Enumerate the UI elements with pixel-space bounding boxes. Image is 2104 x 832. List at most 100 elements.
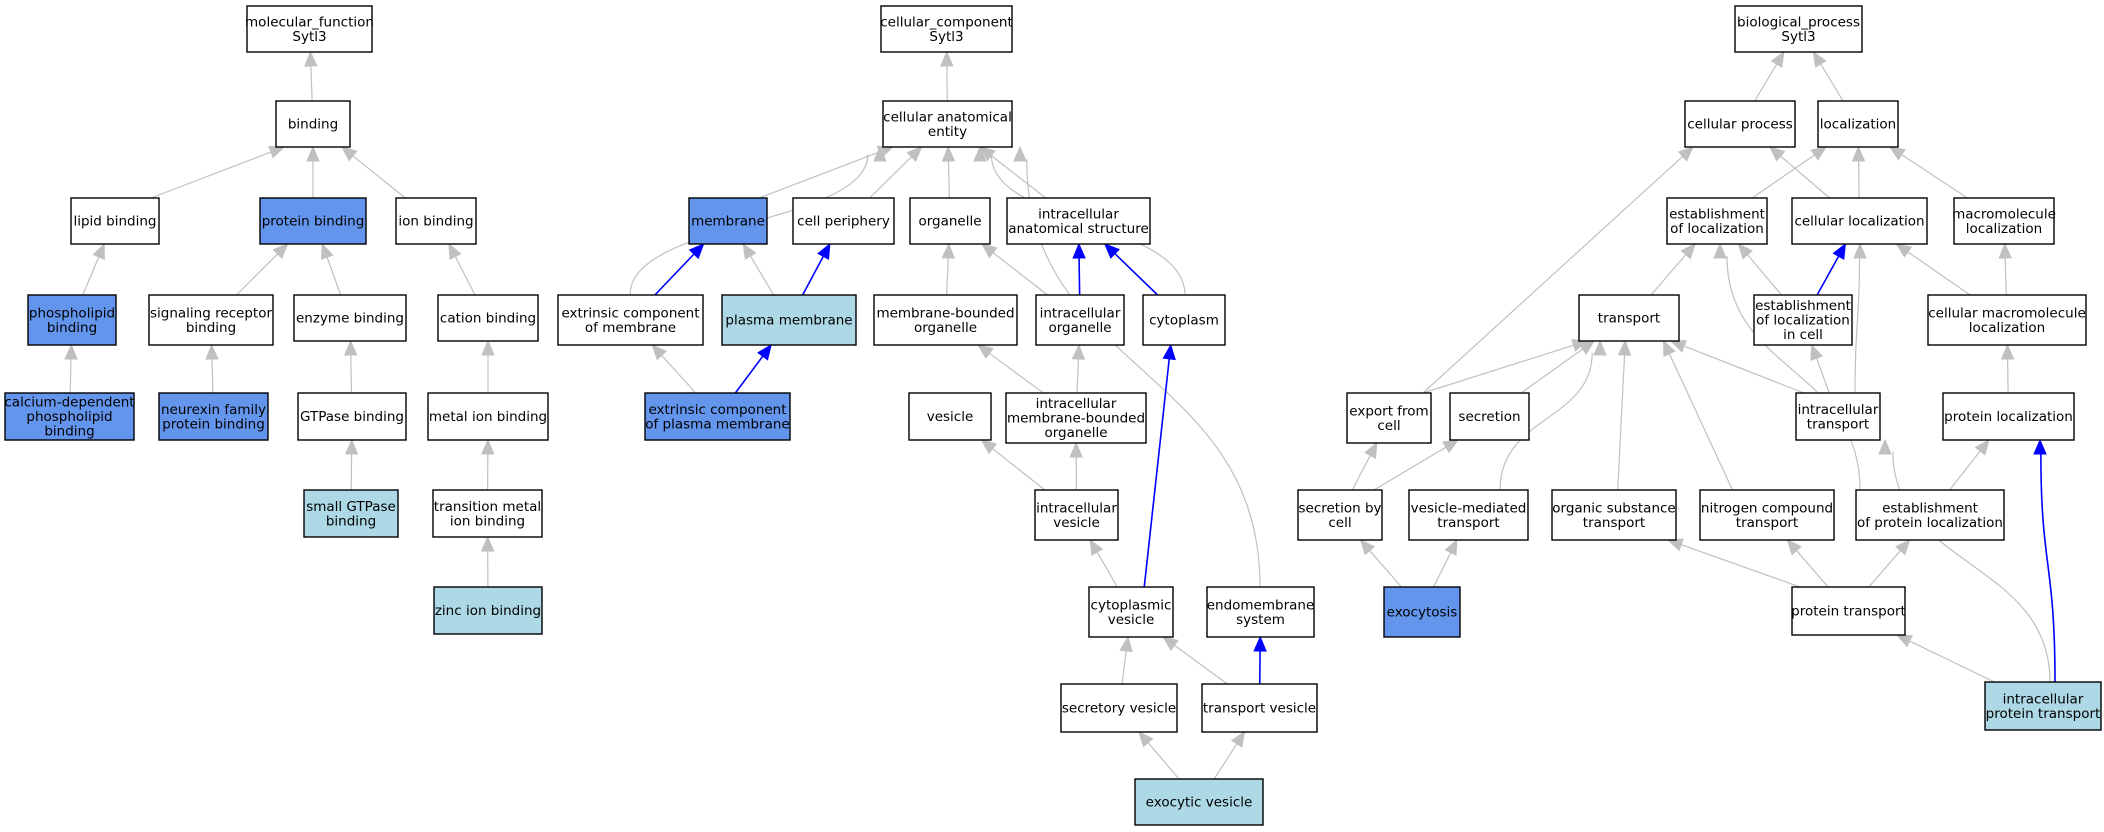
node-label-line: signaling receptor	[150, 305, 273, 321]
node-box	[1201, 683, 1318, 733]
go-term-node-exocytic-vesicle[interactable]: exocytic vesicle	[1134, 778, 1264, 826]
go-term-node-cellular-localization[interactable]: cellular localization	[1791, 197, 1928, 245]
node-box	[433, 586, 543, 635]
go-term-node-cytoplasm[interactable]: cytoplasm	[1142, 294, 1226, 346]
node-box	[1383, 586, 1461, 638]
edge-cation_binding-to-ion_binding	[448, 242, 476, 296]
edge-cell_periphery-to-cellular_anatomical_entity	[869, 146, 923, 199]
node-label-line: macromolecule	[1952, 206, 2056, 222]
go-term-node-ion-binding[interactable]: ion binding	[395, 197, 477, 245]
node-box	[1142, 294, 1226, 346]
go-term-node-secretory-vesicle[interactable]: secretory vesicle	[1060, 683, 1178, 733]
node-label-line: cellular macromolecule	[1928, 305, 2086, 321]
go-term-node-secretion[interactable]: secretion	[1449, 392, 1530, 441]
go-term-node-cell-periphery[interactable]: cell periphery	[792, 197, 895, 245]
go-term-node-exocytosis[interactable]: exocytosis	[1383, 586, 1461, 638]
node-label-line: of protein localization	[1857, 515, 2003, 531]
node-label-line: protein binding	[162, 416, 265, 432]
go-term-node-binding[interactable]: binding	[275, 100, 351, 148]
node-label-line: of localization	[1670, 221, 1764, 237]
edge-intracellular_transport-to-transport	[1669, 339, 1805, 394]
go-term-node-cation-binding[interactable]: cation binding	[437, 294, 539, 342]
go-term-node-protein-binding[interactable]: protein binding	[259, 197, 367, 245]
node-label-line: transition metal	[434, 499, 541, 515]
node-box	[158, 392, 269, 441]
node-box	[882, 100, 1013, 148]
node-label-line: cell	[1377, 418, 1400, 434]
go-term-node-transport[interactable]: transport	[1578, 294, 1680, 342]
node-label-line: protein localization	[1944, 409, 2073, 425]
go-term-node-protein-localization[interactable]: protein localization	[1942, 392, 2075, 441]
node-label-line: vesicle	[1108, 612, 1155, 628]
node-label-line: intracellular	[1036, 500, 1117, 516]
go-term-node-organelle[interactable]: organelle	[909, 197, 991, 245]
go-term-node-protein-transport[interactable]: protein transport	[1791, 586, 1906, 636]
edge-gtpase_binding-to-enzyme_binding	[344, 339, 358, 394]
go-term-node-vesicle[interactable]: vesicle	[908, 392, 992, 441]
go-term-node-localization[interactable]: localization	[1817, 100, 1899, 148]
node-box	[1699, 489, 1835, 541]
node-label-line: membrane-bounded	[1007, 411, 1145, 427]
node-box	[427, 392, 549, 441]
node-box	[1791, 197, 1928, 245]
go-term-node-gtpase-binding[interactable]: GTPase binding	[297, 392, 407, 441]
edge-establishment_of_protein_localization-to-protein_localization	[1949, 439, 1990, 491]
node-label-line: of localization	[1756, 313, 1850, 329]
go-term-node-transport-vesicle[interactable]: transport vesicle	[1201, 683, 1318, 733]
node-label-line: establishment	[1755, 298, 1851, 314]
node-label-line: transport	[1807, 416, 1869, 432]
node-label-line: anatomical structure	[1008, 221, 1149, 237]
edge-intracellular_mbo-to-intracellular_organelle	[1071, 343, 1086, 394]
edge-membrane_bounded_organelle-to-organelle	[941, 242, 955, 296]
go-term-node-membrane[interactable]: membrane	[688, 197, 768, 245]
edge-protein_transport-to-organic_substance_transport	[1666, 538, 1801, 588]
go-term-node-zinc-ion-binding[interactable]: zinc ion binding	[433, 586, 543, 635]
edge-transport_vesicle-to-cytoplasmic_vesicle	[1162, 636, 1228, 685]
go-term-node-lipid-binding[interactable]: lipid binding	[70, 197, 160, 245]
node-label-line: transport	[1736, 515, 1798, 531]
node-label-line: localization	[1966, 221, 2042, 237]
go-term-node-metal-ion-binding[interactable]: metal ion binding	[427, 392, 549, 441]
node-label-line: organelle	[1044, 425, 1107, 441]
go-term-node-cellular-process[interactable]: cellular process	[1684, 100, 1796, 148]
go-term-node-enzyme-binding[interactable]: enzyme binding	[293, 294, 407, 342]
node-box	[4, 392, 135, 441]
node-label-line: calcium-dependent	[4, 395, 134, 411]
node-box	[1578, 294, 1680, 342]
go-term-node-plasma-membrane[interactable]: plasma membrane	[721, 294, 857, 346]
node-label-line: endomembrane	[1207, 597, 1315, 613]
node-box	[297, 392, 407, 441]
